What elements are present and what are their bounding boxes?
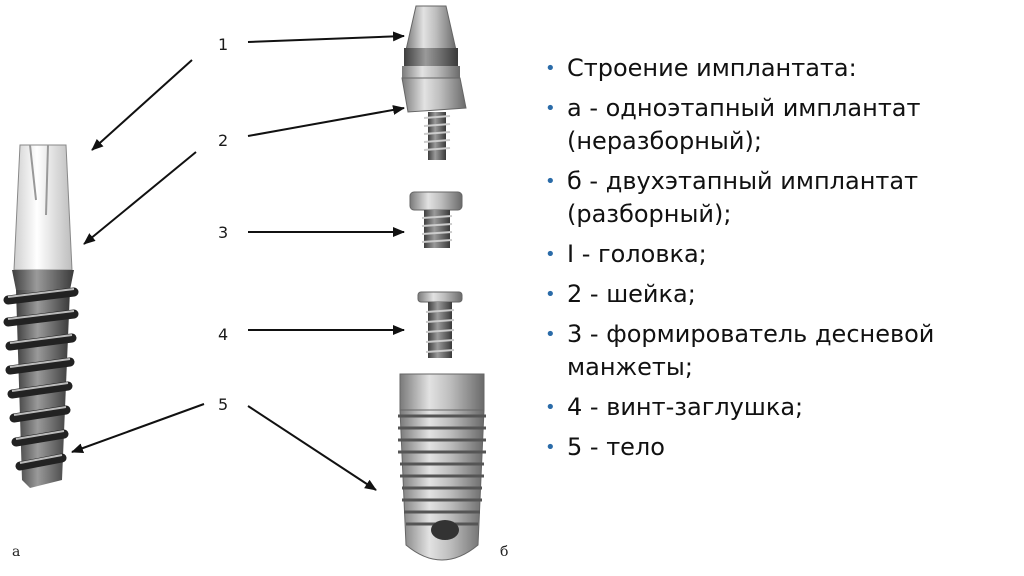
bullet-text: 2 - шейка; [567, 280, 696, 308]
bullet-dot-icon: • [545, 58, 556, 79]
bullet-dot-icon: • [545, 284, 556, 305]
bullet-text: I - головка; [567, 240, 707, 268]
bullet-text: Строение имплантата: [567, 54, 857, 82]
cover-screw-part [417, 291, 463, 358]
pointer-arrows [71, 31, 405, 491]
subfigure-label-a: а [12, 544, 20, 560]
bullet-dot-icon: • [545, 171, 556, 192]
diagram-label-4: 4 [218, 325, 228, 344]
diagram-label-2: 2 [218, 131, 228, 150]
bullet-item: • 5 - тело [545, 431, 1015, 464]
bullet-text: б - двухэтапный имплантат (разборный); [567, 167, 919, 228]
arrow-1-to-a-head [91, 59, 193, 151]
bullet-dot-icon: • [545, 324, 556, 345]
bullet-item: • 4 - винт-заглушка; [545, 391, 1015, 424]
arrow-5-to-body [247, 405, 377, 491]
bullet-item: • Строение имплантата: [545, 52, 1015, 85]
bullet-dot-icon: • [545, 437, 556, 458]
bullet-item: • б - двухэтапный имплантат (разборный); [545, 165, 1015, 231]
bullet-text: 3 - формирователь десневой манжеты; [567, 320, 935, 381]
subfigure-label-b: б [500, 544, 508, 560]
bullet-dot-icon: • [545, 244, 556, 265]
one-piece-threads [3, 287, 79, 488]
bullet-item: • а - одноэтапный имплантат (неразборный)… [545, 92, 1015, 158]
healing-cap-part [409, 191, 463, 248]
one-piece-implant [3, 144, 79, 488]
bullet-list: • Строение имплантата: • а - одноэтапный и… [545, 52, 1015, 471]
bullet-dot-icon: • [545, 397, 556, 418]
bullet-item: • 3 - формирователь десневой манжеты; [545, 318, 1015, 384]
bullet-item: • 2 - шейка; [545, 278, 1015, 311]
bullet-item: • I - головка; [545, 238, 1015, 271]
arrow-2-to-neck [247, 105, 405, 137]
arrow-2-to-a-neck [83, 151, 197, 245]
diagram-label-5: 5 [218, 395, 228, 414]
bullet-text: 4 - винт-заглушка; [567, 393, 804, 421]
diagram-label-1: 1 [218, 35, 228, 54]
arrow-1-to-head [247, 31, 405, 43]
diagram-label-3: 3 [218, 223, 228, 242]
abutment-part [401, 5, 467, 160]
bullet-text: а - одноэтапный имплантат (неразборный); [567, 94, 921, 155]
bullet-dot-icon: • [545, 98, 556, 119]
implant-diagram: а б 1 2 3 4 5 [3, 5, 508, 561]
bullet-text: 5 - тело [567, 433, 665, 461]
implant-body-part [398, 373, 486, 561]
arrow-5-to-a-body [71, 403, 205, 453]
